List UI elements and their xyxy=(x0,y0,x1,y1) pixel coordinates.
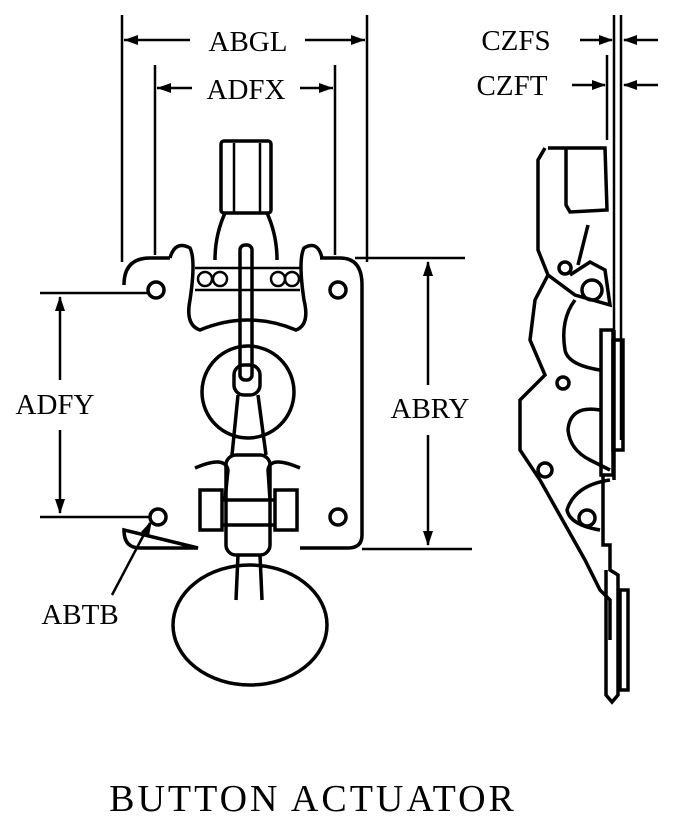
label-czft: CZFT xyxy=(477,70,548,102)
dimension-adfx: ADFX xyxy=(153,65,337,255)
dimension-abtb: ABTB xyxy=(41,520,152,631)
label-adfy: ADFY xyxy=(16,389,95,421)
label-abgl: ABGL xyxy=(209,26,288,58)
dimension-czfs: CZFS xyxy=(481,15,658,440)
label-abtb: ABTB xyxy=(41,599,118,631)
dimension-abgl: ABGL xyxy=(120,15,369,262)
label-adfx: ADFX xyxy=(207,74,286,106)
diagram-title: BUTTON ACTUATOR xyxy=(109,778,517,820)
label-czfs: CZFS xyxy=(481,25,550,57)
label-abry: ABRY xyxy=(391,393,470,425)
dimension-adfy: ADFY xyxy=(16,291,150,519)
mounting-hole xyxy=(148,507,168,527)
mounting-hole xyxy=(146,280,166,300)
dimension-czft: CZFT xyxy=(477,55,658,140)
mounting-hole xyxy=(328,507,348,527)
front-view xyxy=(122,139,364,687)
mounting-hole xyxy=(328,280,348,300)
dimension-abry: ABRY xyxy=(355,256,472,551)
side-view xyxy=(518,146,630,705)
